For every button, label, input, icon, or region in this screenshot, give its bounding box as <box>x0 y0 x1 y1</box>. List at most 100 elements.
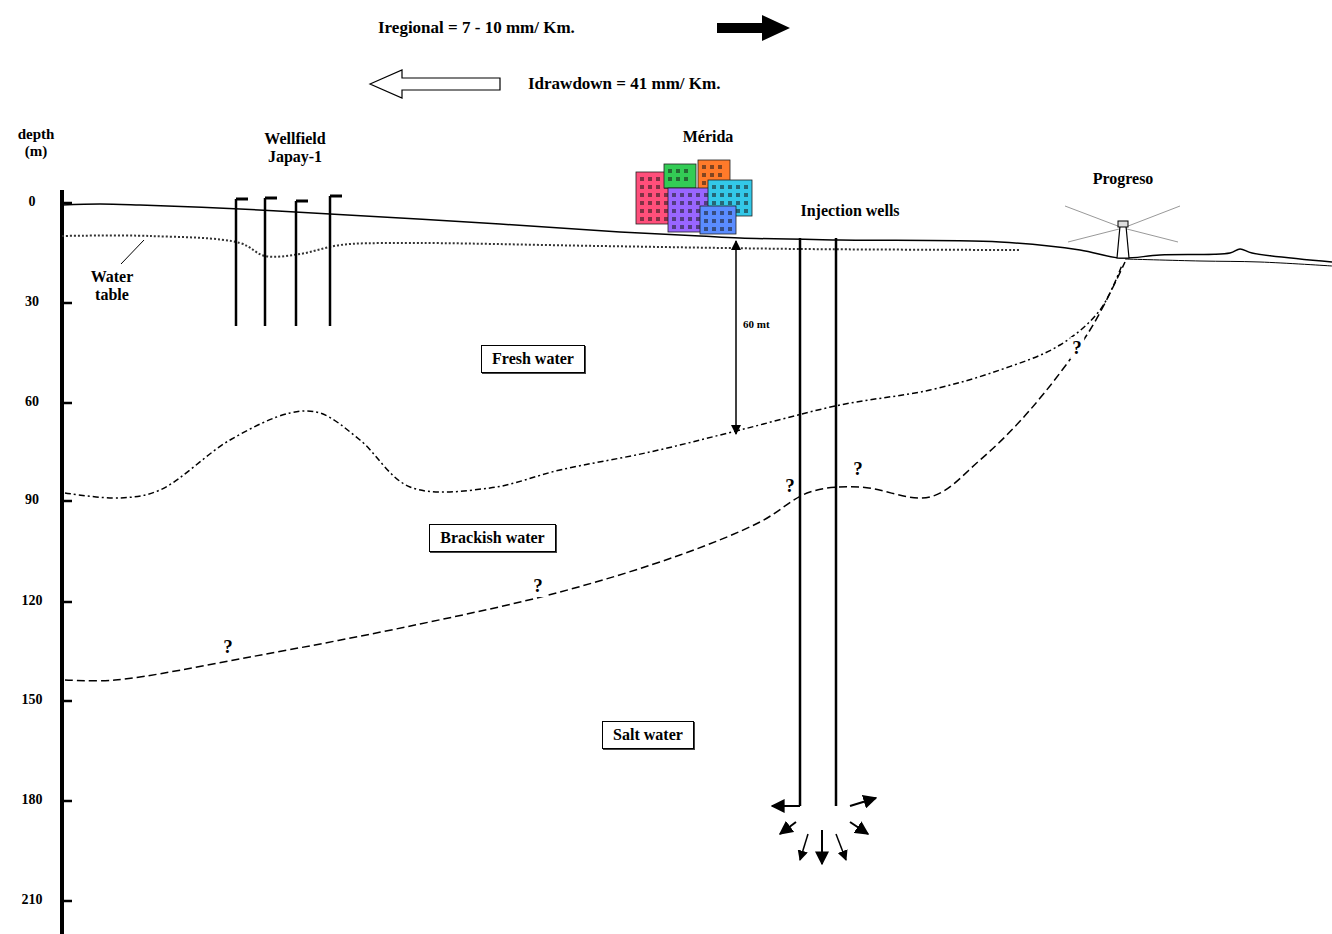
uncertainty-mark: ? <box>783 475 797 497</box>
building-window <box>720 227 724 231</box>
building-window <box>702 173 706 177</box>
building-window <box>688 201 692 205</box>
injection-well <box>835 238 838 806</box>
building-window <box>688 193 692 197</box>
lighthouse <box>1117 226 1129 258</box>
building-window <box>736 209 740 213</box>
zone-label: Fresh water <box>492 350 574 368</box>
building-window <box>720 219 724 223</box>
well-head <box>236 198 248 201</box>
building-window <box>704 227 708 231</box>
building-window <box>656 193 660 197</box>
tick-label: 120 <box>22 593 43 609</box>
water-table-line <box>62 235 1020 256</box>
building-window <box>672 209 676 213</box>
axis-tick <box>62 601 72 604</box>
building-window <box>736 201 740 205</box>
building-window <box>718 165 722 169</box>
light-ray <box>1065 206 1123 228</box>
building-window <box>664 193 668 197</box>
wells-label: Injection wells <box>800 202 899 220</box>
production-well <box>264 198 267 326</box>
building-window <box>672 201 676 205</box>
building-window <box>664 209 668 213</box>
axis-tick <box>62 700 72 703</box>
building-window <box>696 193 700 197</box>
building-window <box>672 193 676 197</box>
lighthouse-lamp <box>1118 221 1128 227</box>
building-window <box>640 209 644 213</box>
building-window <box>672 217 676 221</box>
building-window <box>640 177 644 181</box>
building-window <box>712 185 716 189</box>
tick-label: 60 <box>25 394 39 410</box>
building-window <box>704 211 708 215</box>
building-window <box>680 217 684 221</box>
building-window <box>728 185 732 189</box>
building-window <box>684 169 688 173</box>
building-window <box>728 227 732 231</box>
ground-surface <box>62 204 1332 262</box>
gradient-label: Iregional = 7 - 10 mm/ Km. <box>378 18 575 38</box>
uncertainty-mark: ? <box>221 636 235 658</box>
building-window <box>648 177 652 181</box>
building-window <box>696 225 700 229</box>
water-table-label: Water table <box>80 268 144 305</box>
building-window <box>684 177 688 181</box>
building-window <box>736 193 740 197</box>
building-window <box>702 165 706 169</box>
building-window <box>710 165 714 169</box>
tick-label: 90 <box>25 492 39 508</box>
building-window <box>680 193 684 197</box>
building-window <box>712 193 716 197</box>
building-window <box>736 185 740 189</box>
uncertainty-mark: ? <box>851 458 865 480</box>
building-window <box>712 211 716 215</box>
building-window <box>640 185 644 189</box>
building-window <box>718 173 722 177</box>
building-window <box>672 225 676 229</box>
axis-tick <box>62 402 72 405</box>
fresh-brackish-interface <box>65 265 1122 498</box>
axis-tick <box>62 900 72 903</box>
building-window <box>640 193 644 197</box>
building-window <box>688 217 692 221</box>
building-window <box>688 225 692 229</box>
injection-arrow <box>800 834 808 860</box>
brackish-salt-interface <box>65 262 1125 681</box>
light-ray <box>1123 228 1178 242</box>
building-window <box>648 209 652 213</box>
building-window <box>680 209 684 213</box>
building-window <box>728 219 732 223</box>
zone-box: Fresh water <box>481 345 585 373</box>
building-window <box>704 201 708 205</box>
building-window <box>640 201 644 205</box>
wellfield-label: Wellfield Japay-1 <box>245 130 345 167</box>
thickness-dimension <box>735 241 737 434</box>
injection-well <box>799 238 802 806</box>
tick-label: 180 <box>22 792 43 808</box>
city-building <box>700 206 736 234</box>
building-window <box>640 217 644 221</box>
axis-tick <box>62 302 72 305</box>
city-building <box>664 164 696 188</box>
injection-arrow <box>836 834 846 860</box>
building-window <box>676 169 680 173</box>
building-window <box>672 201 676 205</box>
uncertainty-mark: ? <box>531 575 545 597</box>
axis-tick <box>62 500 72 503</box>
building-window <box>712 201 716 205</box>
shoreline <box>1125 259 1332 266</box>
city-label: Mérida <box>683 128 734 146</box>
building-window <box>648 217 652 221</box>
axis-tick <box>62 202 72 205</box>
building-window <box>696 209 700 213</box>
building-window <box>744 193 748 197</box>
building-window <box>680 201 684 205</box>
building-window <box>696 217 700 221</box>
building-window <box>696 201 700 205</box>
dimension-label: 60 mt <box>743 318 770 331</box>
well-head <box>296 200 308 203</box>
zone-box: Salt water <box>602 721 694 749</box>
building-window <box>728 193 732 197</box>
